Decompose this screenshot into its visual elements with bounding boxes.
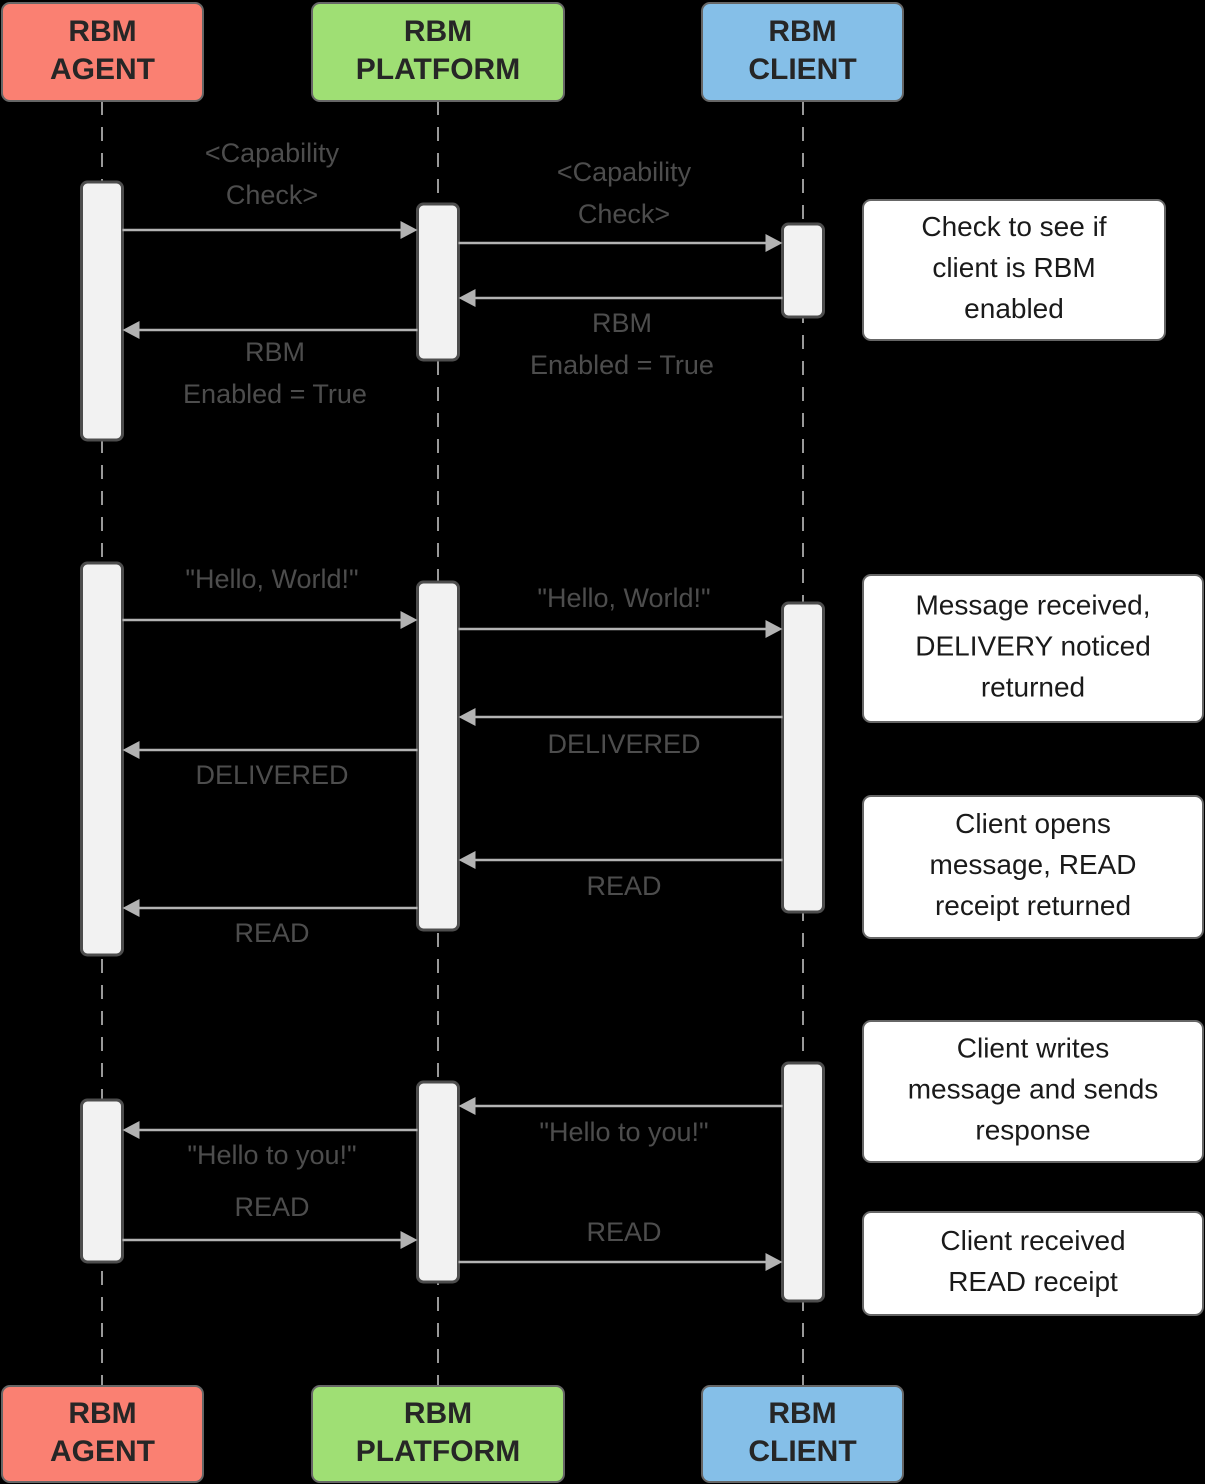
message-label: "Hello, World!": [185, 564, 358, 594]
message-delivered-client-to-platform: DELIVERED: [458, 708, 783, 759]
message-read-client-to-platform: READ: [458, 851, 783, 901]
activations-layer: [80, 180, 825, 1303]
message-arrowhead: [458, 708, 476, 726]
message-arrowhead: [458, 1097, 476, 1115]
message-delivered-platform-to-agent: DELIVERED: [122, 741, 418, 790]
platform-activation-hello: [416, 580, 460, 932]
note-box: [862, 1020, 1204, 1163]
header-actor-box-agent[interactable]: [1, 2, 204, 102]
footer-actor-box-platform[interactable]: [311, 1385, 565, 1483]
message-arrowhead: [122, 1121, 140, 1139]
message-read-platform-to-agent: READ: [122, 899, 418, 948]
message-arrowhead: [122, 741, 140, 759]
message-arrowhead: [765, 620, 783, 638]
footer-actor-box-agent[interactable]: [1, 1385, 204, 1483]
message-label: DELIVERED: [195, 760, 348, 790]
message-arrowhead: [122, 321, 140, 339]
message-arrowhead: [400, 1231, 418, 1249]
message-label: READ: [586, 1217, 661, 1247]
message-arrowhead: [765, 234, 783, 252]
note-box: [862, 795, 1204, 939]
message-label: READ: [234, 918, 309, 948]
message-label: READ: [586, 871, 661, 901]
message-hello-world-platform-to-client: "Hello, World!": [458, 583, 783, 638]
agent-activation-response: [80, 1098, 124, 1264]
message-label: "Hello to you!": [539, 1117, 708, 1147]
message-hello-to-you-platform-to-agent: "Hello to you!": [122, 1121, 418, 1170]
agent-activation-capability: [80, 180, 124, 442]
header-actor-box-platform[interactable]: [311, 2, 565, 102]
message-arrowhead: [458, 851, 476, 869]
message-arrowhead: [458, 289, 476, 307]
message-label: "Hello to you!": [187, 1140, 356, 1170]
message-read-agent-to-platform: READ: [122, 1192, 418, 1249]
message-read-platform-to-client: READ: [458, 1217, 783, 1271]
message-arrowhead: [400, 611, 418, 629]
header-actor-box-client[interactable]: [701, 2, 904, 102]
message-label: "Hello, World!": [537, 583, 710, 613]
message-label: DELIVERED: [547, 729, 700, 759]
agent-activation-hello: [80, 561, 124, 957]
message-label: READ: [234, 1192, 309, 1222]
message-arrowhead: [400, 221, 418, 239]
platform-activation-capability: [416, 202, 460, 362]
message-hello-world-agent-to-platform: "Hello, World!": [122, 564, 418, 629]
message-arrowhead: [122, 899, 140, 917]
note-box: [862, 1211, 1204, 1316]
platform-activation-response: [416, 1080, 460, 1284]
note-box: [862, 574, 1204, 723]
footer-actor-box-client[interactable]: [701, 1385, 904, 1483]
message-hello-to-you-client-to-platform: "Hello to you!": [458, 1097, 783, 1147]
client-activation-capability: [781, 222, 825, 319]
note-box: [862, 199, 1166, 341]
client-activation-response: [781, 1061, 825, 1303]
client-activation-hello: [781, 601, 825, 914]
message-arrowhead: [765, 1253, 783, 1271]
